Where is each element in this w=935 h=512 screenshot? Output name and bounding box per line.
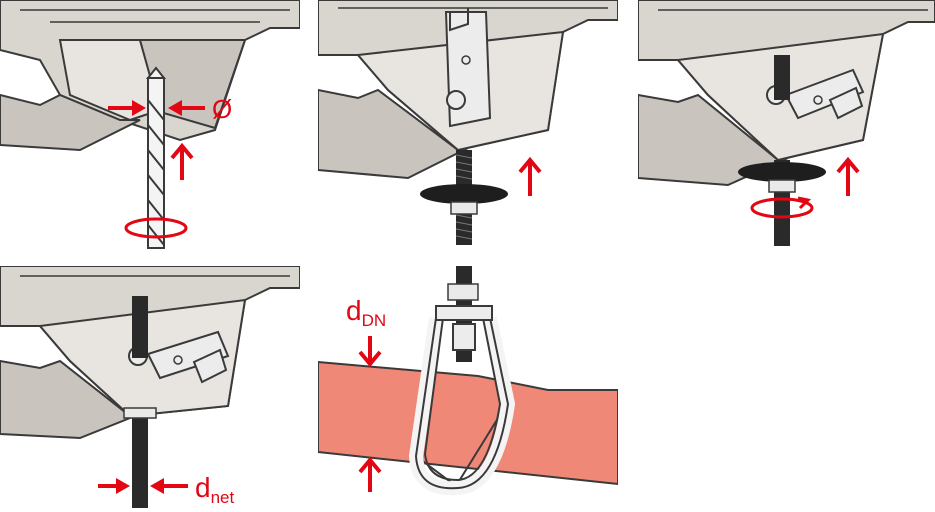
pipe [318, 360, 618, 486]
step-3-illustration [638, 0, 935, 246]
up-arrow-icon [836, 156, 860, 196]
diameter-label: Ø [212, 94, 232, 124]
thread-diameter-label: dnet [195, 472, 234, 507]
nut-icon [450, 201, 478, 215]
washer-icon [420, 184, 508, 204]
anchor-spread-icon [128, 330, 230, 384]
nut-icon [447, 283, 479, 301]
step-4-illustration: dnet [0, 266, 300, 508]
rotation-icon [124, 217, 188, 239]
step-5-illustration: dDN [318, 266, 618, 496]
step-2-illustration [318, 0, 618, 245]
step-2-insert-panel [318, 0, 618, 250]
step-4-installed-panel: dnet [0, 266, 300, 512]
washer-icon [738, 162, 826, 182]
pipe-diameter-symbol: d [346, 295, 362, 326]
threaded-rod-icon [132, 296, 148, 508]
nut-icon [123, 407, 157, 419]
step-1-drill-panel: Ø [0, 0, 300, 250]
rotation-icon [750, 197, 814, 219]
nut-icon [768, 179, 796, 193]
step-3-tighten-panel [638, 0, 935, 250]
thread-diameter-subscript: net [211, 488, 235, 507]
up-arrow-icon [518, 156, 542, 196]
thread-diameter-symbol: d [195, 472, 211, 503]
pipe-diameter-label: dDN [346, 295, 386, 330]
step-5-pipe-panel: dDN [318, 266, 618, 512]
pipe-clamp-icon [408, 305, 516, 496]
anchor-sleeve-icon [444, 8, 492, 128]
drill-bit-icon [145, 66, 167, 249]
pipe-diameter-subscript: DN [362, 311, 387, 330]
diameter-arrows-icon [108, 100, 205, 116]
up-arrow-icon [170, 142, 194, 180]
step-1-illustration: Ø [0, 0, 300, 249]
thread-diameter-arrows-icon [98, 478, 188, 494]
pipe-diameter-arrows-icon [358, 336, 382, 492]
